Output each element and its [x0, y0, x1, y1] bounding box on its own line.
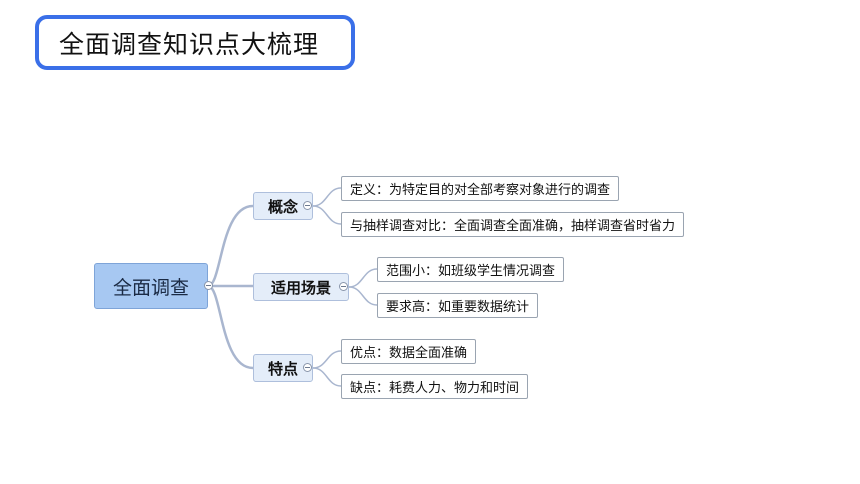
leaf-label: 与抽样调查对比：全面调查全面准确，抽样调查省时省力 — [350, 219, 676, 234]
leaf-label: 范围小：如班级学生情况调查 — [386, 264, 556, 279]
leaf-label: 缺点：耗费人力、物力和时间 — [350, 381, 520, 396]
leaf-comparison[interactable]: 与抽样调查对比：全面调查全面准确，抽样调查省时省力 — [341, 212, 685, 237]
page-title: 全面调查知识点大梳理 — [35, 15, 355, 70]
connector-concept-leaf-1 — [312, 187, 342, 207]
leaf-label: 要求高：如重要数据统计 — [386, 300, 530, 315]
connector-scenario-leaf-2 — [348, 286, 378, 306]
leaf-small-scope[interactable]: 范围小：如班级学生情况调查 — [377, 257, 565, 282]
leaf-label: 优点：数据全面准确 — [350, 346, 468, 361]
leaf-disadvantage[interactable]: 缺点：耗费人力、物力和时间 — [341, 374, 529, 399]
leaf-label: 定义：为特定目的对全部考察对象进行的调查 — [350, 183, 611, 198]
branch-scenario[interactable]: 适用场景 — [253, 273, 349, 301]
connector-scenario-leaf-1 — [348, 268, 378, 288]
branch-label: 适用场景 — [270, 278, 331, 297]
branch-label: 特点 — [267, 359, 298, 378]
connector-features-leaf-2 — [312, 367, 342, 387]
connector-root-concept — [206, 204, 255, 288]
concept-collapse-icon[interactable] — [303, 201, 312, 210]
connector-root-features — [206, 284, 255, 370]
leaf-definition[interactable]: 定义：为特定目的对全部考察对象进行的调查 — [341, 176, 620, 201]
connector-concept-leaf-2 — [312, 205, 342, 225]
root-label: 全面调查 — [112, 276, 189, 299]
leaf-advantage[interactable]: 优点：数据全面准确 — [341, 339, 477, 364]
connector-features-leaf-1 — [312, 350, 342, 369]
scenario-collapse-icon[interactable] — [339, 282, 348, 291]
features-collapse-icon[interactable] — [303, 363, 312, 372]
leaf-high-requirement[interactable]: 要求高：如重要数据统计 — [377, 293, 539, 318]
root-collapse-icon[interactable] — [204, 281, 213, 290]
root-node[interactable]: 全面调查 — [94, 263, 208, 309]
branch-label: 概念 — [267, 197, 298, 216]
